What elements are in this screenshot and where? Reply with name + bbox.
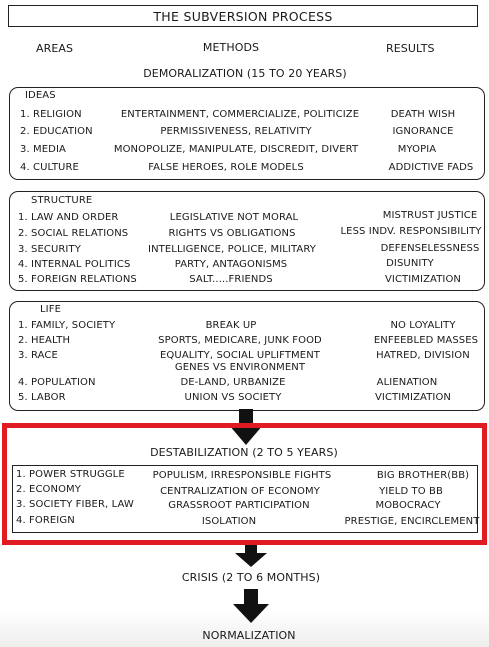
life-area-3: 3. RACE: [18, 350, 58, 361]
destabilization-box: [12, 465, 478, 533]
structure-result-3: DEFENSELESSNESS: [380, 243, 480, 254]
life-area-4: 4. POPULATION: [18, 377, 96, 388]
destab-result-1: BIG BROTHER(BB): [376, 470, 470, 481]
life-method-2: SPORTS, MEDICARE, JUNK FOOD: [158, 335, 322, 346]
structure-area-3: 3. SECURITY: [18, 244, 81, 255]
ideas-method-2: PERMISSIVENESS, RELATIVITY: [160, 126, 312, 137]
structure-area-4: 4. INTERNAL POLITICS: [18, 259, 131, 270]
header-areas: AREAS: [36, 42, 74, 55]
normalization-heading: NORMALIZATION: [202, 629, 296, 642]
destab-result-2: YIELD TO BB: [379, 486, 443, 497]
destab-method-1: POPULISM, IRRESPONSIBLE FIGHTS: [152, 470, 332, 481]
ideas-result-2: IGNORANCE: [392, 126, 454, 137]
structure-result-1: MISTRUST JUSTICE: [382, 210, 478, 221]
life-method-3: EQUALITY, SOCIAL UPLIFTMENT: [160, 350, 320, 361]
destabilization-heading: DESTABILIZATION (2 TO 5 YEARS): [150, 446, 338, 459]
structure-label: STRUCTURE: [31, 195, 93, 206]
ideas-label: IDEAS: [25, 90, 56, 101]
structure-method-2: RIGHTS VS OBLIGATIONS: [168, 228, 296, 239]
ideas-method-3: MONOPOLIZE, MANIPULATE, DISCREDIT, DIVER…: [113, 144, 359, 155]
structure-result-4: DISUNITY: [386, 258, 434, 269]
arrow-down-icon-3: [233, 589, 269, 623]
life-area-2: 2. HEALTH: [18, 335, 71, 346]
life-method-4: DE-LAND, URBANIZE: [180, 377, 286, 388]
life-method-5: UNION VS SOCIETY: [184, 392, 282, 403]
arrow-down-icon-2: [235, 545, 267, 567]
bottom-fade: [0, 610, 489, 647]
ideas-area-3: 3. MEDIA: [20, 144, 66, 155]
destab-area-3: 3. SOCIETY FIBER, LAW: [16, 499, 134, 510]
ideas-box: [9, 87, 485, 180]
destabilization-highlight: [2, 423, 487, 545]
title-box: THE SUBVERSION PROCESS: [8, 5, 478, 27]
structure-area-2: 2. SOCIAL RELATIONS: [18, 228, 129, 239]
ideas-method-4: FALSE HEROES, ROLE MODELS: [148, 162, 304, 173]
life-method-3b: GENES VS ENVIRONMENT: [174, 362, 306, 373]
destab-method-4: ISOLATION: [201, 516, 257, 527]
ideas-result-1: DEATH WISH: [390, 109, 456, 120]
destab-area-2: 2. ECONOMY: [16, 484, 81, 495]
destab-result-4: PRESTIGE, ENCIRCLEMENT: [344, 516, 480, 527]
life-method-1: BREAK UP: [205, 320, 257, 331]
life-label: LIFE: [40, 304, 61, 315]
structure-method-3: INTELLIGENCE, POLICE, MILITARY: [148, 244, 316, 255]
structure-box: [9, 191, 485, 291]
header-results: RESULTS: [386, 42, 435, 55]
life-result-4: ALIENATION: [376, 377, 438, 388]
demoralization-heading: DEMORALIZATION (15 TO 20 YEARS): [143, 67, 347, 80]
ideas-method-1: ENTERTAINMENT, COMMERCIALIZE, POLITICIZE: [120, 109, 360, 120]
destab-method-2: CENTRALIZATION OF ECONOMY: [160, 486, 320, 497]
life-result-1: NO LOYALITY: [390, 320, 456, 331]
life-area-5: 5. LABOR: [18, 392, 66, 403]
structure-method-4: PARTY, ANTAGONISMS: [174, 259, 288, 270]
ideas-area-4: 4. CULTURE: [20, 162, 79, 173]
structure-result-2: LESS INDV. RESPONSIBILITY: [340, 226, 482, 237]
crisis-heading: CRISIS (2 TO 6 MONTHS): [181, 571, 321, 584]
header-methods: METHODS: [202, 41, 260, 54]
ideas-area-1: 1. RELIGION: [20, 109, 82, 120]
ideas-area-2: 2. EDUCATION: [20, 126, 93, 137]
destab-area-4: 4. FOREIGN: [16, 515, 75, 526]
life-result-5: VICTIMIZATION: [374, 392, 452, 403]
ideas-result-4: ADDICTIVE FADS: [388, 162, 474, 173]
structure-area-5: 5. FOREIGN RELATIONS: [18, 274, 137, 285]
page-title: THE SUBVERSION PROCESS: [153, 8, 333, 24]
life-result-2: ENFEEBLED MASSES: [373, 335, 479, 346]
life-area-1: 1. FAMILY, SOCIETY: [18, 320, 116, 331]
ideas-result-3: MYOPIA: [397, 144, 437, 155]
destab-method-3: GRASSROOT PARTICIPATION: [168, 500, 310, 511]
structure-method-5: SALT.....FRIENDS: [189, 274, 273, 285]
life-result-3: HATRED, DIVISION: [376, 350, 470, 361]
structure-method-1: LEGISLATIVE NOT MORAL: [169, 212, 299, 223]
destab-area-1: 1. POWER STRUGGLE: [16, 469, 125, 480]
structure-result-5: VICTIMIZATION: [384, 274, 462, 285]
destab-result-3: MOBOCRACY: [375, 500, 441, 511]
structure-area-1: 1. LAW AND ORDER: [18, 212, 119, 223]
